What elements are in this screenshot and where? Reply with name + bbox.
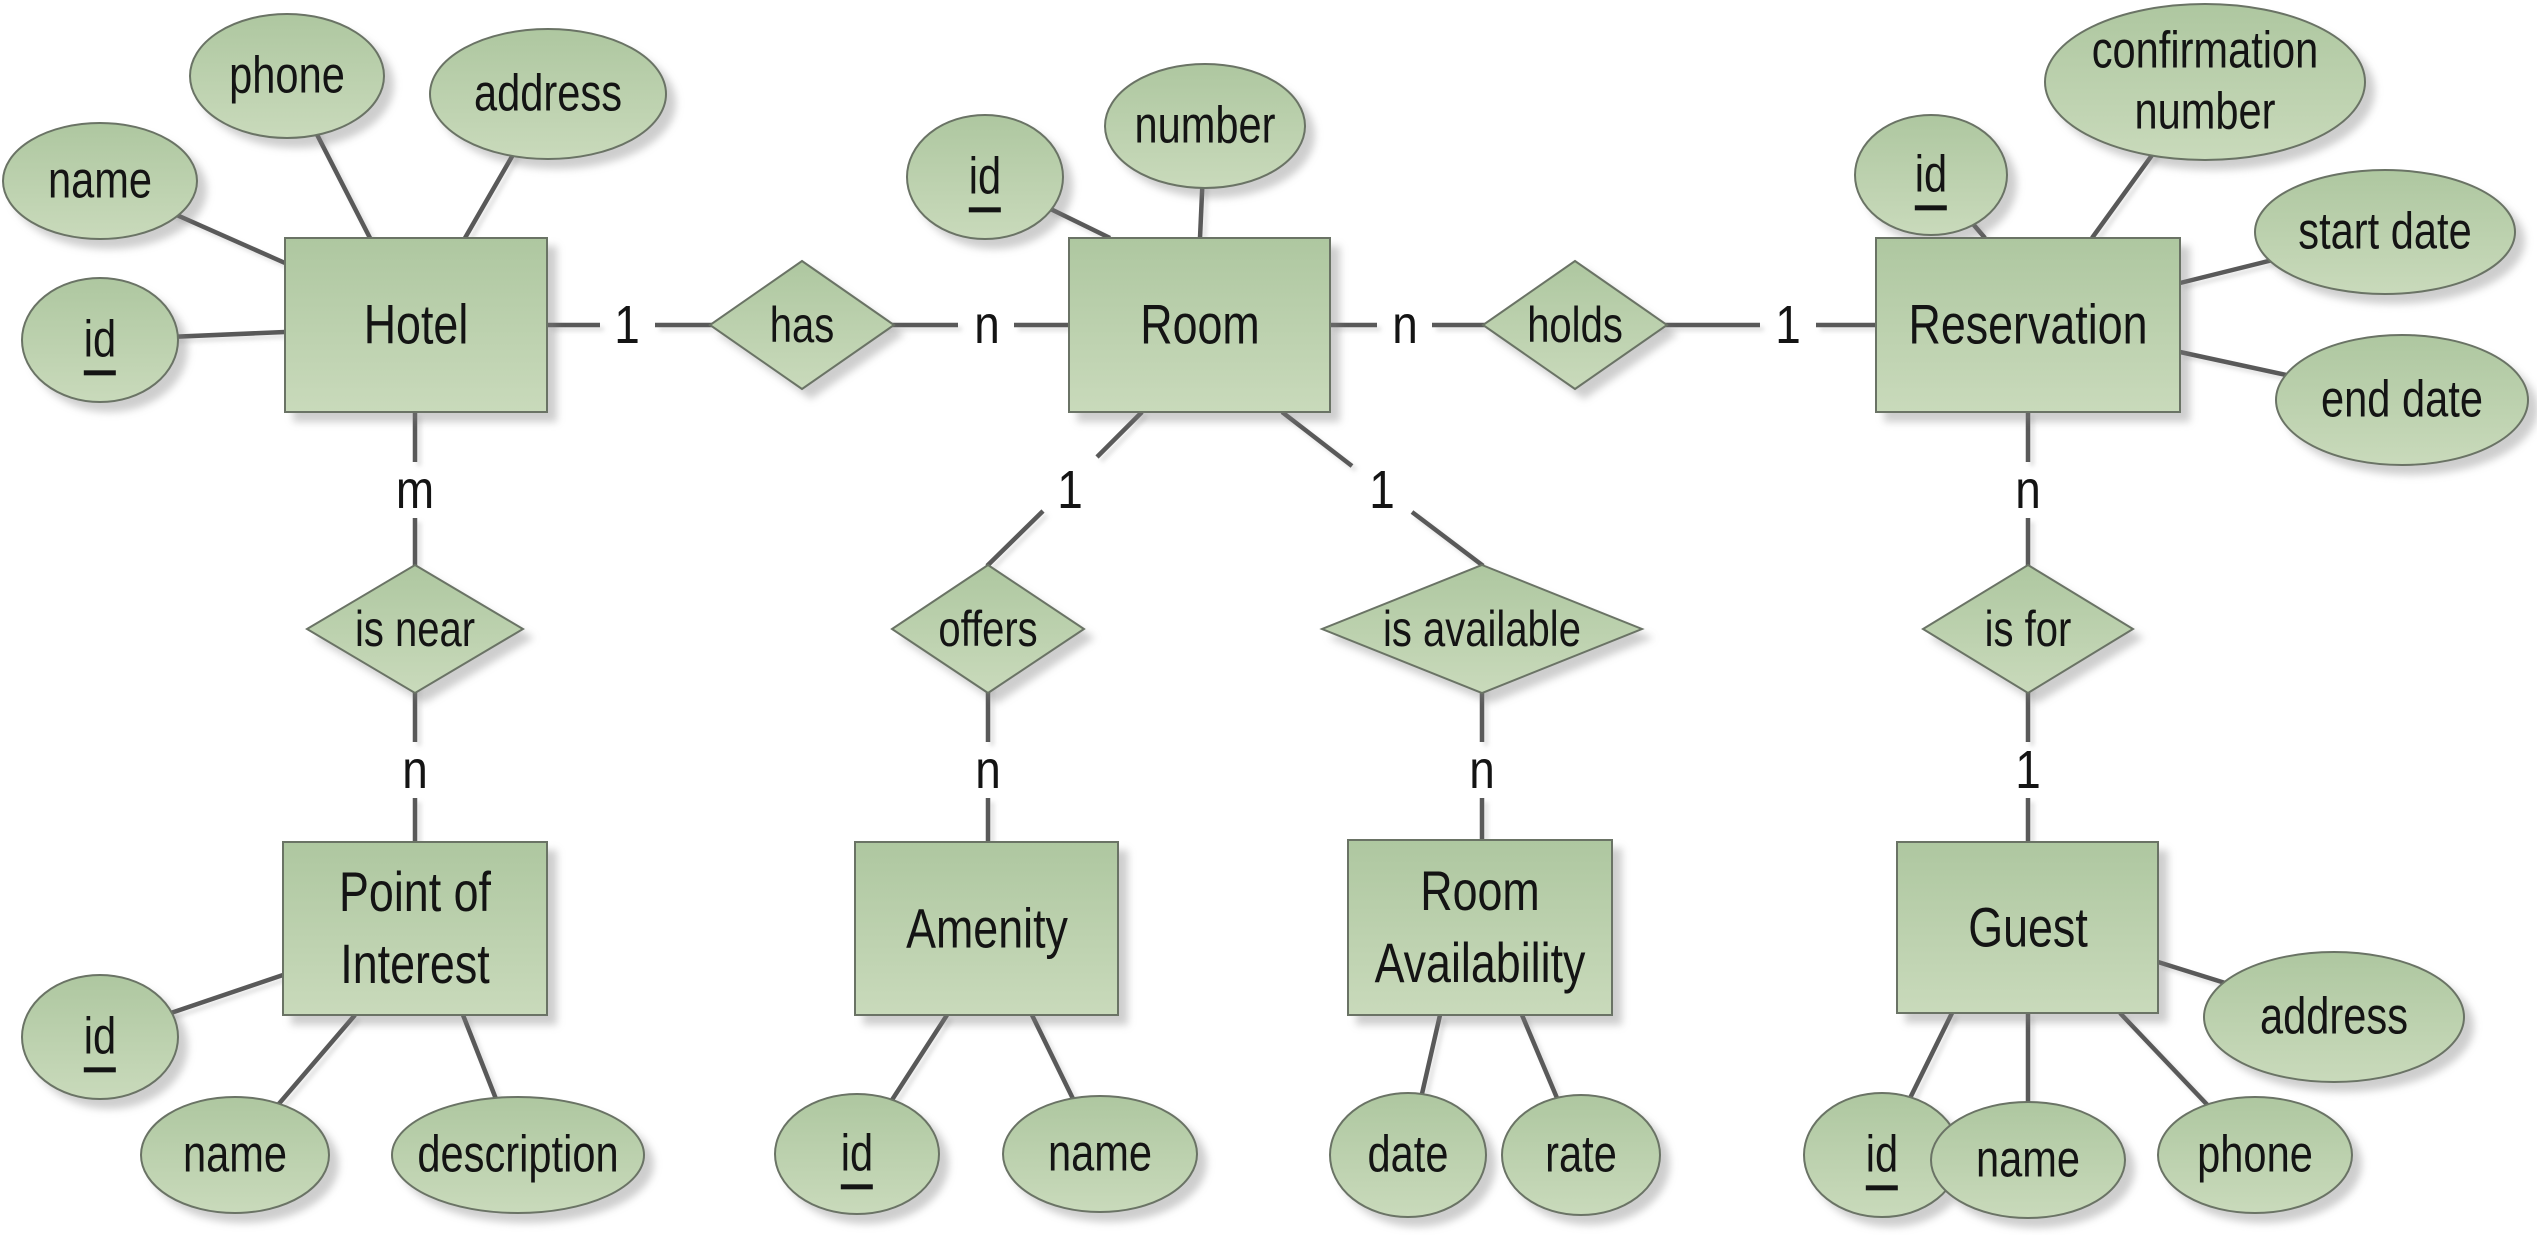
relationship-is-for: [1921, 563, 2135, 695]
attribute-room-number: [1104, 63, 1306, 189]
attribute-room-availability-date: [1329, 1092, 1487, 1218]
attribute-guest-phone: [2157, 1096, 2353, 1214]
entity-room: [1068, 237, 1331, 413]
attribute-reservation-end-date: [2275, 334, 2529, 466]
attribute-poi-id: [21, 974, 179, 1100]
entity-room-availability: [1347, 839, 1613, 1016]
attribute-hotel-address: [429, 28, 667, 160]
attribute-amenity-id: [774, 1093, 940, 1215]
attribute-room-availability-rate: [1501, 1094, 1661, 1216]
relationship-is-near: [305, 563, 525, 695]
relationship-is-available: [1319, 563, 1645, 695]
attribute-poi-description: [391, 1096, 645, 1214]
edge-room-to-isavailable-a: [1280, 410, 1354, 468]
edge-room-to-offers-a: [1095, 410, 1144, 459]
attribute-reservation-id: [1854, 114, 2008, 236]
entity-point-of-interest: [282, 841, 548, 1016]
entity-amenity: [854, 841, 1119, 1016]
attribute-hotel-phone: [189, 13, 385, 139]
attribute-hotel-id: [21, 277, 179, 403]
entity-hotel: [284, 237, 548, 413]
attribute-room-id: [906, 114, 1064, 240]
attribute-guest-address: [2203, 951, 2465, 1083]
attribute-hotel-name: [2, 122, 198, 240]
attribute-reservation-start-date: [2254, 169, 2516, 295]
attribute-amenity-name: [1002, 1095, 1198, 1213]
relationship-offers: [890, 563, 1086, 695]
relationship-holds: [1481, 259, 1669, 391]
entity-guest: [1896, 841, 2159, 1014]
relationship-has: [708, 259, 896, 391]
attribute-reservation-confirmation-number: [2044, 3, 2366, 161]
entity-reservation: [1875, 237, 2181, 413]
attribute-guest-name: [1930, 1101, 2126, 1219]
attribute-poi-name: [140, 1096, 330, 1214]
